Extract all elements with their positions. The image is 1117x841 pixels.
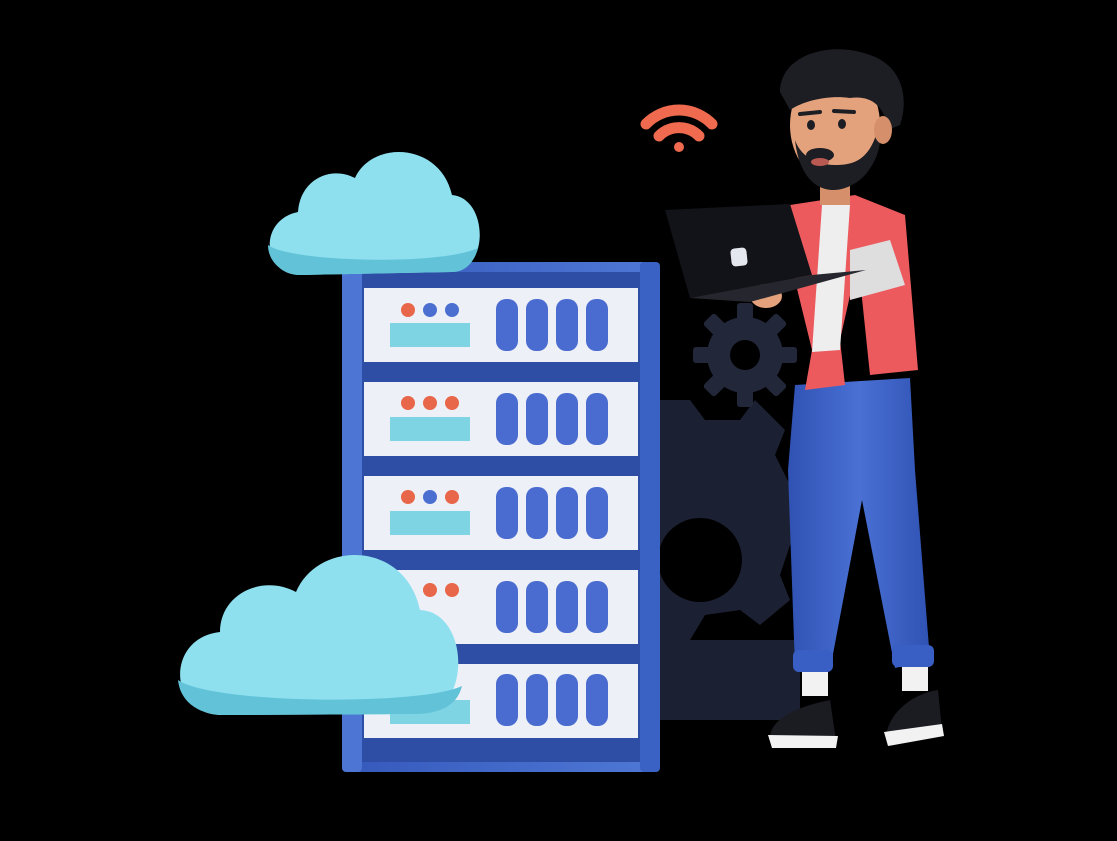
wifi-icon xyxy=(640,104,718,152)
rack-drawer xyxy=(364,382,638,456)
cloud-icon xyxy=(178,555,462,715)
shoe xyxy=(884,690,944,746)
rack-drawer xyxy=(364,288,638,362)
shoe xyxy=(768,700,838,748)
large-gear-icon xyxy=(658,400,810,720)
laptop xyxy=(665,204,866,302)
cloud-icon xyxy=(268,152,480,275)
server-rack xyxy=(342,262,660,772)
rack-drawer xyxy=(364,476,638,550)
small-gear-icon xyxy=(693,303,797,407)
